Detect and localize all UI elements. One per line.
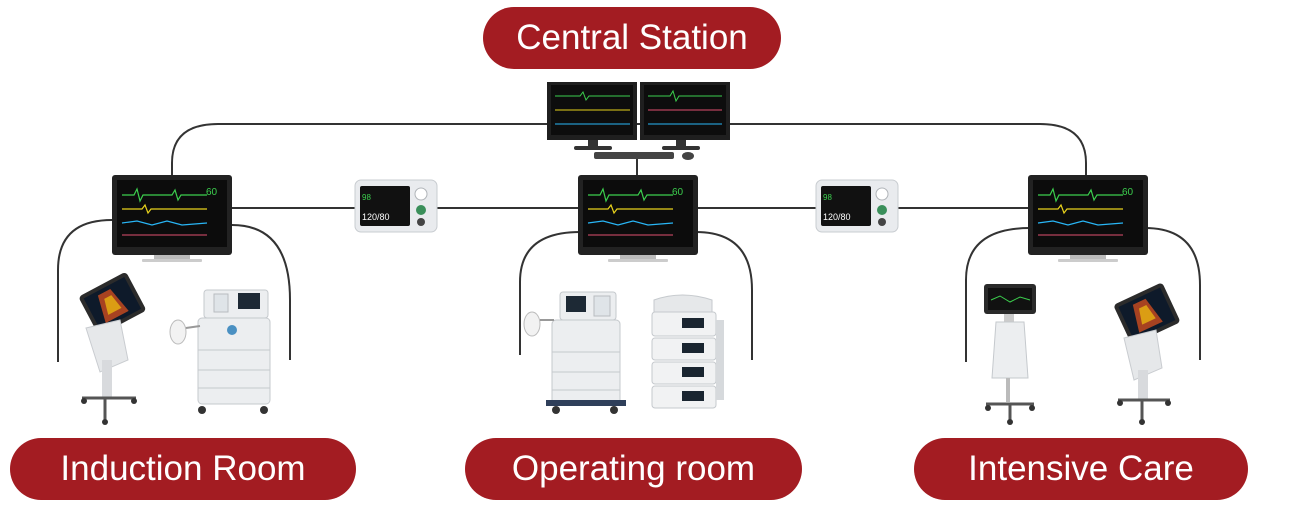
transport-monitor-right [815, 179, 899, 233]
infusion-pump-stack [651, 294, 724, 409]
ventilator-icu [984, 284, 1036, 425]
ultrasound-cart-left [79, 272, 146, 425]
transport-monitor-spo2: 98 [362, 193, 371, 202]
ultrasound-cart-right [1114, 283, 1180, 425]
central-station-workstation [547, 82, 730, 160]
operating-room-label: Operating room [465, 438, 802, 500]
anesthesia-machine-induction [169, 289, 271, 414]
monitor-hr-readout: 60 [206, 187, 218, 198]
transport-monitor-left [354, 179, 438, 233]
monitor-hr-readout: 60 [672, 187, 684, 198]
transport-monitor-spo2: 98 [823, 193, 832, 202]
induction-room-label: Induction Room [10, 438, 356, 500]
intensive-care-label: Intensive Care [914, 438, 1248, 500]
transport-monitor-nibp: 120/80 [362, 212, 390, 222]
transport-monitor-nibp: 120/80 [823, 212, 851, 222]
central-station-label: Central Station [483, 7, 781, 69]
monitor-hr-readout: 60 [1122, 187, 1134, 198]
anesthesia-machine-operating [523, 291, 626, 414]
